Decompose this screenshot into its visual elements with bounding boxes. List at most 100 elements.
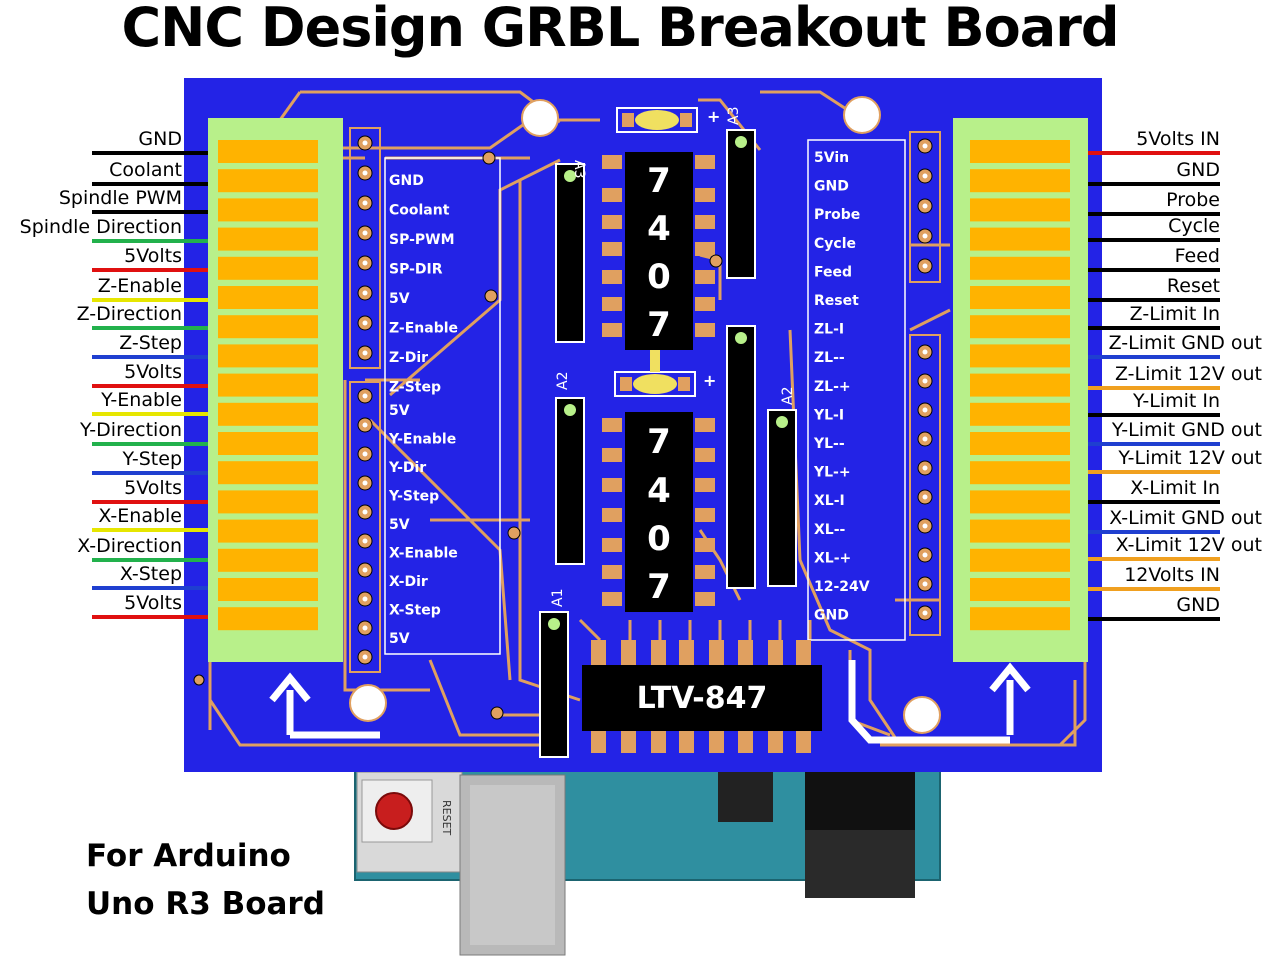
chip-7407-lower: 7 4 0 7 (602, 412, 715, 612)
chip-7407-upper: 7 4 0 7 (602, 152, 715, 350)
optocoupler-pin (796, 640, 811, 665)
optocoupler-ltv847: LTV-847 (582, 640, 822, 753)
silkscreen-label: YL-- (813, 436, 845, 452)
voltage-regulator (718, 770, 773, 822)
right-wire (1088, 268, 1220, 272)
right-terminal-label: Probe (1166, 189, 1220, 211)
terminal-screw (218, 432, 318, 455)
left-wire (92, 182, 208, 186)
left-terminal-label: X-Enable (98, 505, 182, 527)
right-terminal-block (953, 118, 1088, 662)
right-wire (1088, 587, 1220, 591)
header-pin-hole (922, 143, 928, 149)
silkscreen-label: YL-I (813, 407, 844, 423)
optocoupler-pin (768, 640, 783, 665)
left-terminal-label: 5Volts (124, 361, 182, 383)
silkscreen-label: Probe (814, 207, 860, 223)
right-terminal-label: 5Volts IN (1136, 128, 1220, 150)
left-wire (92, 384, 208, 388)
terminal-screw (970, 373, 1070, 397)
right-wire (1088, 442, 1220, 446)
optocoupler-pin (651, 640, 666, 665)
terminal-screw (218, 198, 318, 222)
silkscreen-label: XL-I (814, 493, 845, 509)
right-terminal-label: 12Volts IN (1124, 564, 1220, 586)
header-pin-hole (362, 480, 368, 486)
left-wire (92, 151, 208, 155)
terminal-screw (970, 519, 1070, 543)
right-terminal-label: GND (1176, 594, 1220, 616)
terminal-screw (970, 490, 1070, 514)
terminal-screw (218, 286, 318, 309)
optocoupler-pin (796, 731, 811, 753)
caption: For Arduino Uno R3 Board (86, 832, 325, 928)
right-wire (1088, 413, 1220, 417)
header-pin-hole (362, 567, 368, 573)
silkscreen-label: Cycle (814, 236, 856, 252)
right-wire (1088, 386, 1220, 390)
left-wire (92, 298, 208, 302)
right-wire (1088, 298, 1220, 302)
left-terminal-label: 5Volts (124, 477, 182, 499)
terminal-screw (970, 198, 1070, 222)
terminal-screw (218, 315, 318, 339)
header-pin-hole (362, 596, 368, 602)
header-pin-hole (362, 625, 368, 631)
resistor-label: A2 (780, 387, 796, 405)
terminal-screw (970, 315, 1070, 339)
header-pin-hole (362, 422, 368, 428)
header-pin-hole (922, 233, 928, 239)
resistor-label: A1 (550, 589, 566, 607)
chip-lower-digit: 7 (647, 422, 671, 462)
right-wire (1088, 182, 1220, 186)
right-terminal-label: Z-Limit 12V out (1114, 363, 1262, 385)
terminal-screw (970, 461, 1070, 485)
header-right-b (909, 334, 941, 636)
left-terminal-label: Y-Direction (79, 419, 182, 441)
optocoupler-pin (679, 731, 694, 753)
header-pin-hole (362, 538, 368, 544)
optocoupler-pin (621, 731, 636, 753)
silkscreen-label: Z-Step (389, 380, 441, 396)
silkscreen-label: Z-Enable (389, 321, 458, 337)
header-pin-hole (922, 581, 928, 587)
left-terminal-label: Z-Direction (76, 303, 182, 325)
optocoupler-pin (679, 640, 694, 665)
optocoupler-pin (709, 731, 724, 753)
terminal-screw (970, 578, 1070, 601)
resistor-network-a3-right: A3 (726, 107, 756, 279)
silkscreen-label: GND (814, 179, 849, 195)
header-pin-hole (362, 393, 368, 399)
capacitor-lower: + (614, 350, 716, 397)
right-terminal-label: X-Limit In (1130, 477, 1220, 499)
plus-mark: + (707, 107, 720, 126)
right-terminal-label: X-Limit 12V out (1115, 534, 1262, 556)
chip-upper-digit: 4 (647, 209, 671, 249)
header-pin-hole (922, 203, 928, 209)
header-pin-hole (362, 140, 368, 146)
optocoupler-pin (591, 731, 606, 753)
silkscreen-label: Coolant (389, 203, 450, 219)
silkscreen-label: SP-PWM (389, 232, 455, 248)
header-left-a (349, 127, 381, 369)
right-terminal-label: Z-Limit In (1129, 303, 1220, 325)
silkscreen-label: Feed (814, 264, 852, 280)
optocoupler-pin (621, 640, 636, 665)
silkscreen-label: XL-- (814, 522, 846, 538)
header-pin-hole (362, 260, 368, 266)
terminal-screw (218, 373, 318, 397)
left-wire (92, 615, 208, 619)
silkscreen-label: 5V (389, 517, 410, 533)
chip-upper-digit: 7 (647, 305, 671, 345)
left-terminal-label: X-Step (119, 563, 182, 585)
header-pin-hole (362, 654, 368, 660)
optocoupler-pin (768, 731, 783, 753)
chip-lower-digit: 0 (647, 519, 671, 559)
chip-lower-digit: 4 (647, 471, 671, 511)
terminal-screw (970, 169, 1070, 193)
optocoupler-pin (591, 640, 606, 665)
silkscreen-label: 5V (389, 403, 410, 419)
left-terminal-label: Z-Enable (97, 275, 182, 297)
terminal-screw (970, 140, 1070, 163)
resistor-label: A3 (571, 160, 587, 178)
